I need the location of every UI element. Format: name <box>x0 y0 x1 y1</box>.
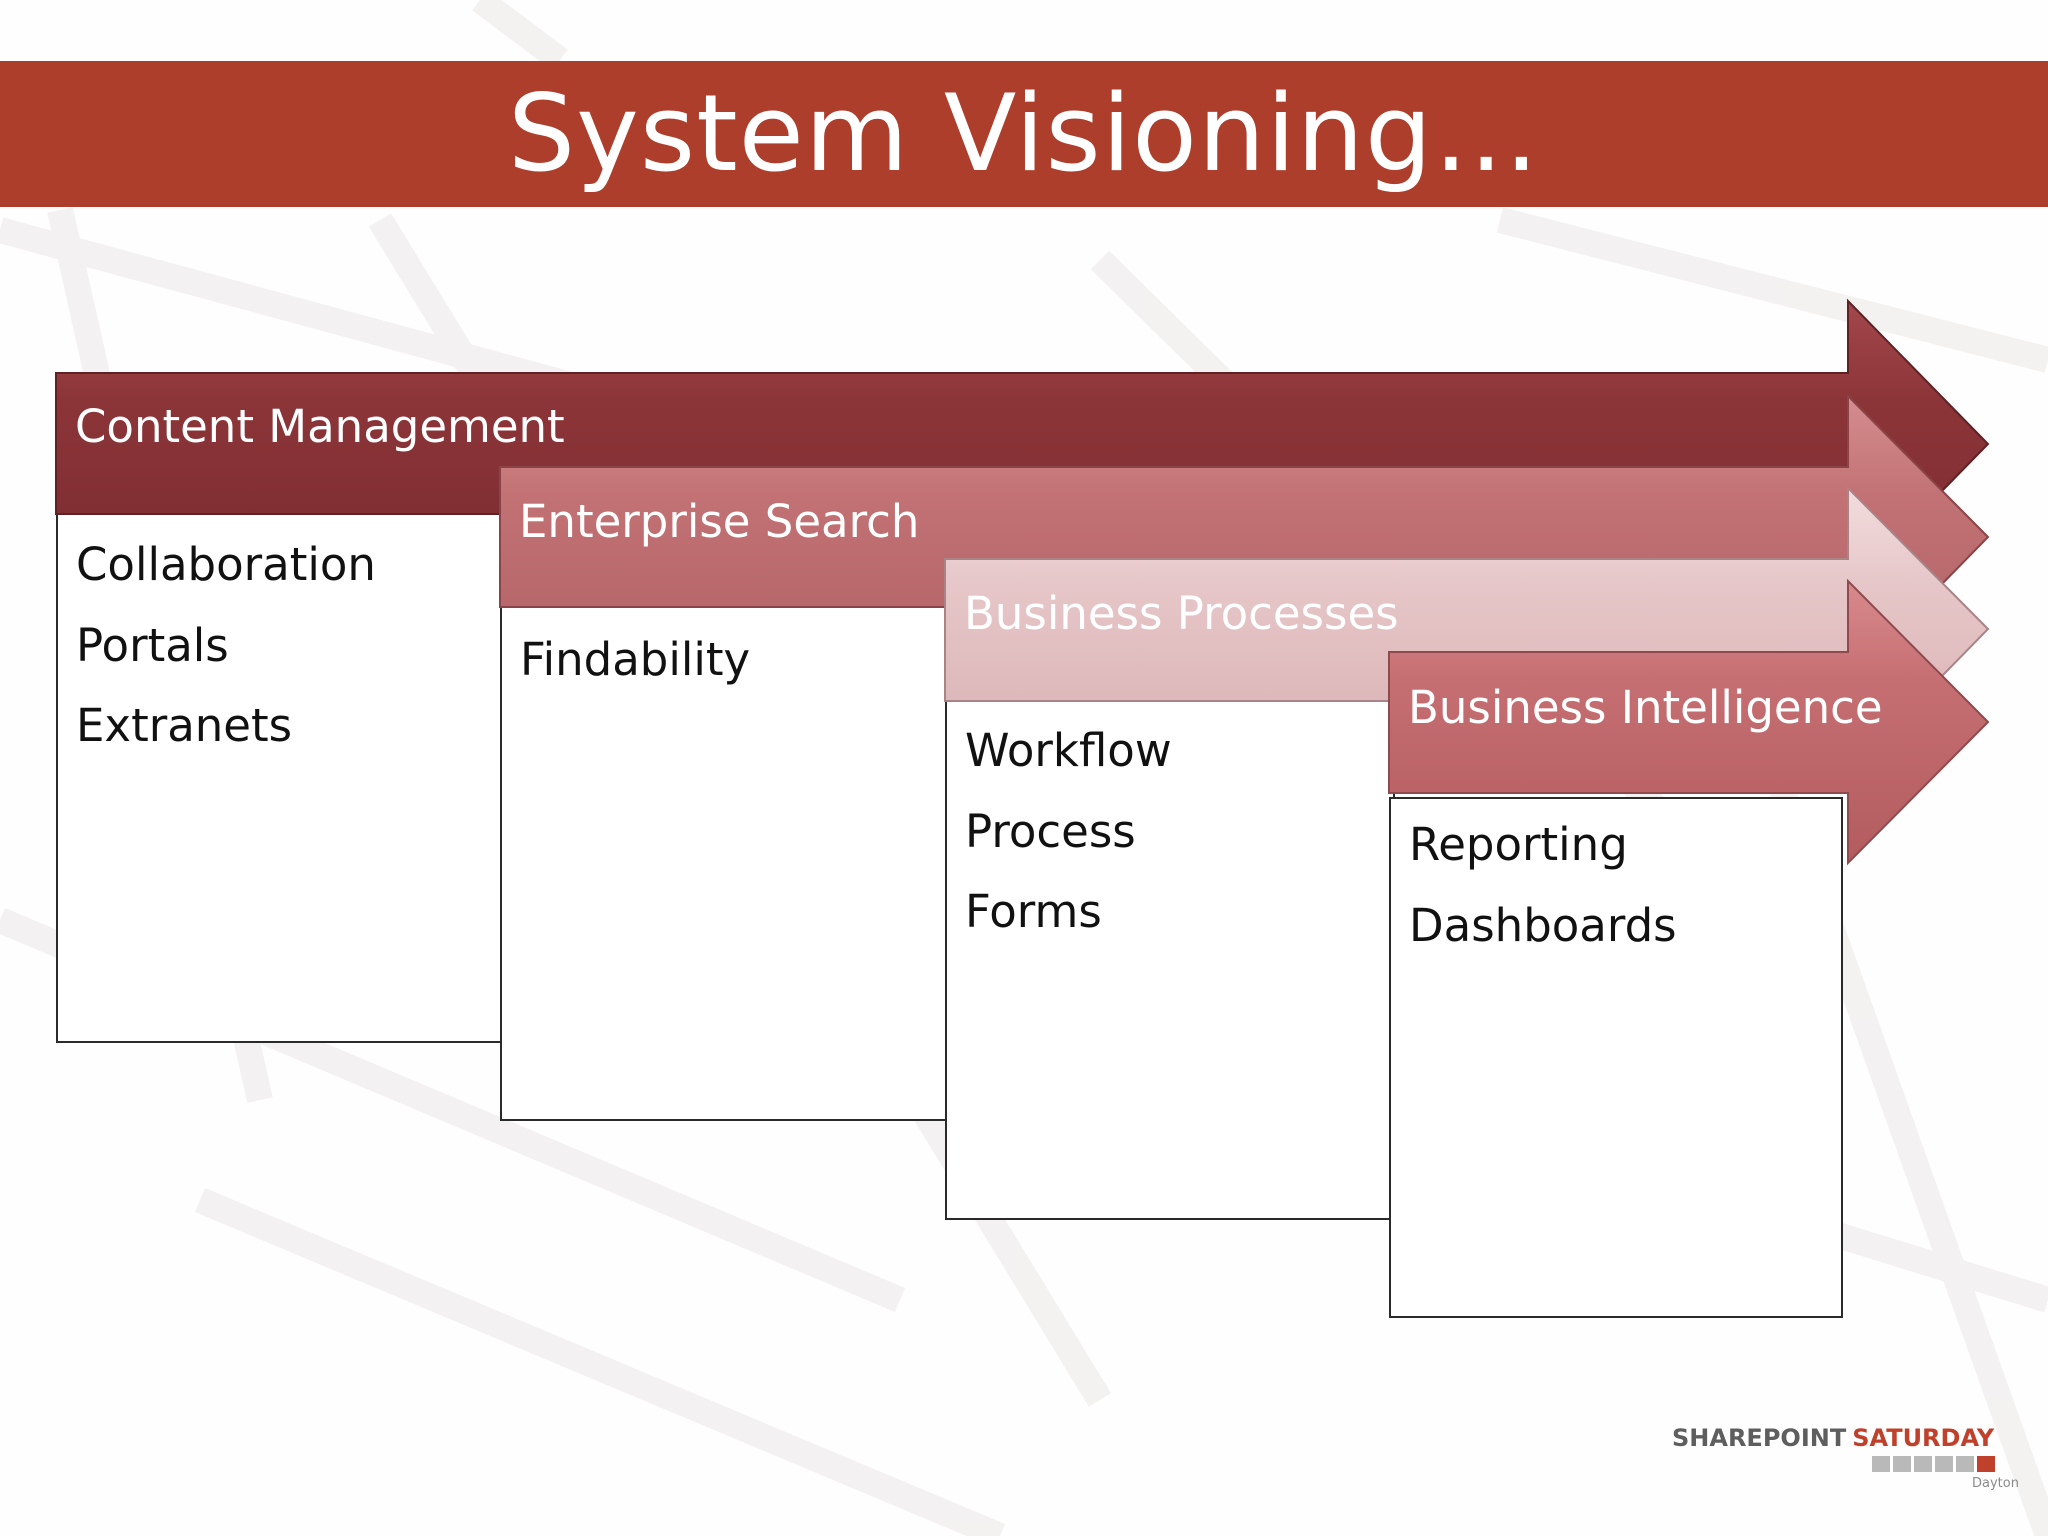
stage-item: Findability <box>520 633 751 686</box>
stage-box-enterprise-search: Findability <box>500 605 950 1121</box>
stage-item: Reporting <box>1409 818 1628 871</box>
stage-item: Process <box>965 805 1136 858</box>
stage-box-business-intelligence: Reporting Dashboards <box>1389 797 1843 1318</box>
stage-item: Dashboards <box>1409 899 1677 952</box>
stage-item: Forms <box>965 885 1102 938</box>
stage-item: Workflow <box>965 724 1172 777</box>
stage-box-business-processes: Workflow Process Forms <box>945 700 1395 1220</box>
logo-word-sharepoint: SHAREPOINT <box>1672 1424 1847 1452</box>
stage-item: Portals <box>76 619 229 672</box>
logo-subtitle: Dayton <box>1972 1476 2019 1491</box>
logo-word-saturday: SATURDAY <box>1852 1424 1995 1452</box>
stage-label-enterprise-search: Enterprise Search <box>519 495 920 548</box>
stage-arrow-business-intelligence <box>1388 578 1990 866</box>
logo-squares <box>1872 1456 1998 1474</box>
slide-title: System Visioning… <box>507 72 1541 195</box>
stage-item: Extranets <box>76 699 293 752</box>
stage-label-business-processes: Business Processes <box>964 587 1399 640</box>
stage-label-business-intelligence: Business Intelligence <box>1408 681 1883 734</box>
stage-label-content-management: Content Management <box>75 400 565 453</box>
stage-item: Collaboration <box>76 538 376 591</box>
title-bar <box>0 61 2048 207</box>
stage-box-content-management: Collaboration Portals Extranets <box>56 512 506 1043</box>
